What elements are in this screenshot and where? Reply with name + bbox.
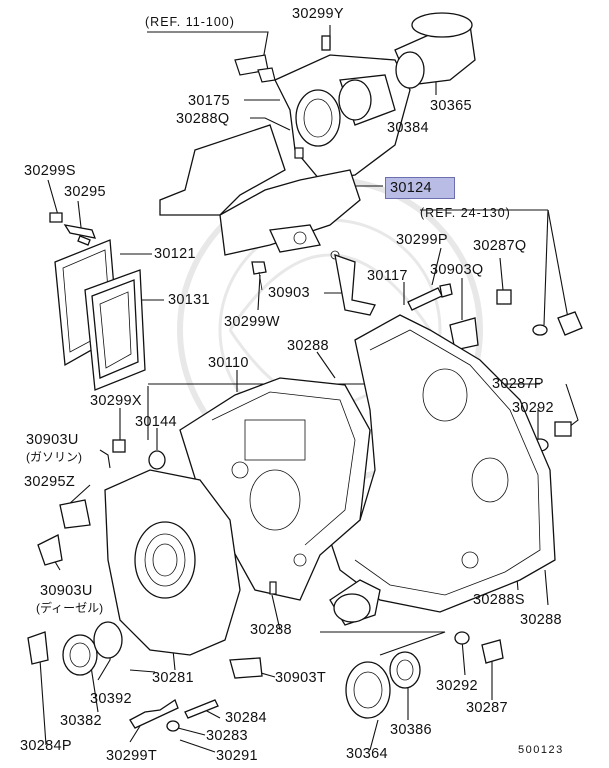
- label-30284: 30284: [225, 710, 267, 726]
- diagram-code: 500123: [518, 744, 564, 756]
- label-30299T: 30299T: [106, 748, 157, 764]
- transfer-case-right: [329, 314, 556, 626]
- cover-gasket-30121-30131: [54, 239, 146, 391]
- label-30903T: 30903T: [275, 670, 326, 686]
- cover-plate-group: [159, 124, 361, 260]
- label-30287P: 30287P: [492, 376, 544, 392]
- label-30384: 30384: [387, 120, 429, 136]
- label-30291: 30291: [216, 748, 258, 764]
- label-gasoline-note: (ガソリン): [26, 450, 82, 464]
- label-30292-lower: 30292: [436, 678, 478, 694]
- label-30299X: 30299X: [90, 393, 142, 409]
- label-30124-highlighted: 30124: [385, 177, 455, 199]
- right-small-parts: [407, 283, 583, 452]
- label-30292-right: 30292: [512, 400, 554, 416]
- label-30121: 30121: [154, 246, 196, 262]
- label-30117: 30117: [367, 268, 408, 284]
- label-30295: 30295: [64, 184, 106, 200]
- label-30288-right: 30288: [520, 612, 562, 628]
- lower-seals-bolts: [27, 621, 504, 732]
- label-30295Z: 30295Z: [24, 474, 75, 490]
- label-30903U-gasoline: 30903U: [26, 432, 79, 448]
- label-30283: 30283: [206, 728, 248, 744]
- label-30284P: 30284P: [20, 738, 72, 754]
- label-30288S: 30288S: [473, 592, 525, 608]
- label-30364: 30364: [346, 746, 388, 762]
- ref-11-100-label: (REF. 11-100): [145, 15, 235, 29]
- label-30903U-diesel: 30903U: [40, 583, 93, 599]
- label-30299W: 30299W: [224, 314, 280, 330]
- label-30903Q: 30903Q: [430, 262, 484, 278]
- label-30110: 30110: [208, 355, 249, 371]
- transfer-case-center: [179, 377, 371, 601]
- small-bolts-left: [49, 212, 97, 246]
- label-30175: 30175: [188, 93, 230, 109]
- label-30287-lower: 30287: [466, 700, 508, 716]
- label-diesel-note: (ディーゼル): [36, 601, 104, 615]
- label-30392: 30392: [90, 691, 132, 707]
- label-30288Q: 30288Q: [176, 111, 230, 127]
- bracket-30903: [251, 254, 376, 316]
- label-30281: 30281: [152, 670, 194, 686]
- label-30287Q: 30287Q: [473, 238, 527, 254]
- ref-24-130-label: (REF. 24-130): [420, 206, 511, 220]
- label-30365: 30365: [430, 98, 472, 114]
- label-30386: 30386: [390, 722, 432, 738]
- rear-housing-group: [234, 12, 476, 181]
- label-30299P: 30299P: [396, 232, 448, 248]
- label-30288-lower: 30288: [250, 622, 292, 638]
- label-30288-upper: 30288: [287, 338, 329, 354]
- label-30299Y: 30299Y: [292, 6, 344, 22]
- transfer-case-left: [37, 439, 241, 656]
- label-30131: 30131: [168, 292, 210, 308]
- label-30382: 30382: [60, 713, 102, 729]
- label-30144: 30144: [135, 414, 177, 430]
- label-30299S: 30299S: [24, 163, 76, 179]
- label-30903: 30903: [268, 285, 310, 301]
